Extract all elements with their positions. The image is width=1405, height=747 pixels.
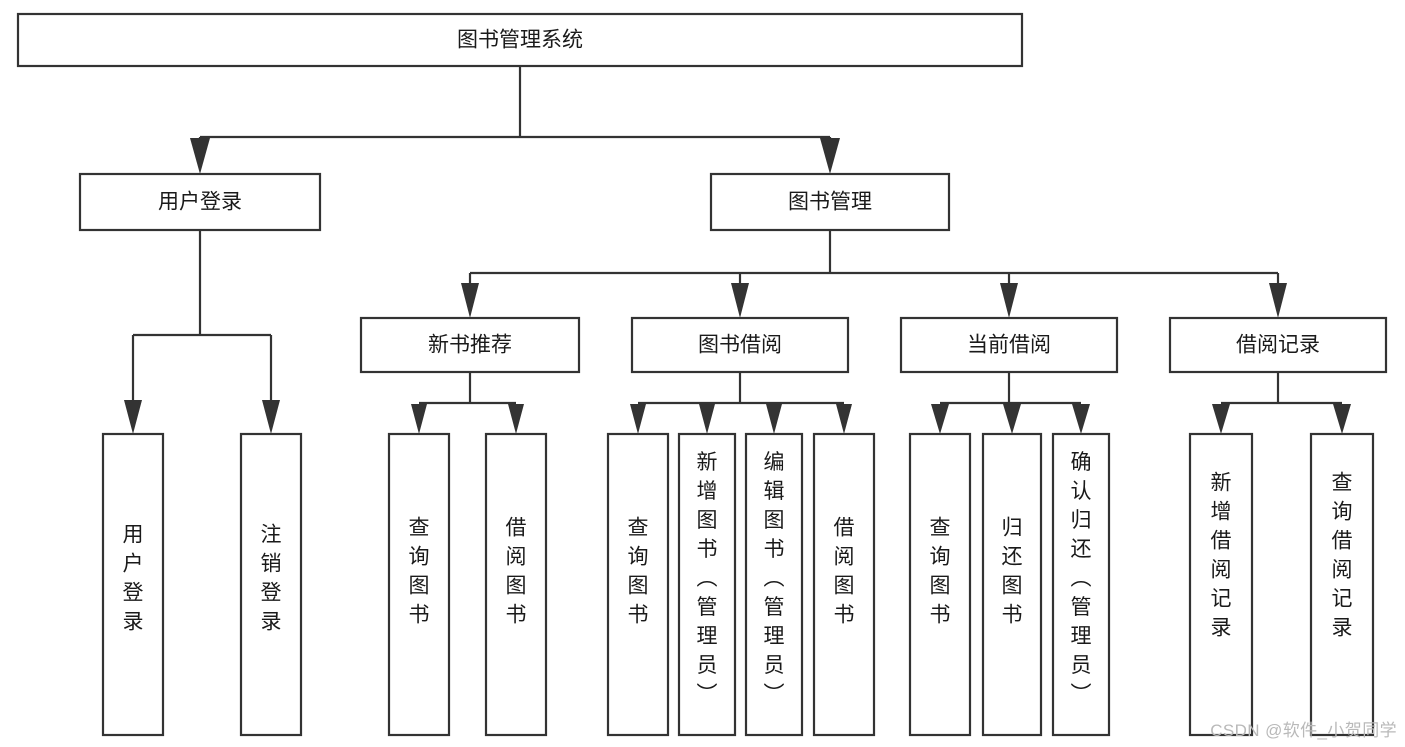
- node-leaf-edit-book-box[interactable]: [744, 432, 804, 737]
- arrowhead-leaf-borrow-book-recommend: [508, 404, 524, 434]
- node-leaf-add-book-box[interactable]: [677, 432, 737, 737]
- arrowhead-leaf-confirm-return: [1072, 404, 1090, 434]
- arrowhead-leaf-logout: [262, 400, 280, 434]
- node-user-login-box[interactable]: [78, 172, 322, 232]
- arrowhead-leaf-query-book-borrow: [630, 404, 646, 434]
- node-book-borrow-label: 图书借阅: [698, 334, 782, 357]
- node-new-book-recommend-box[interactable]: [359, 316, 581, 374]
- node-leaf-user-login[interactable]: 用户登录: [101, 432, 165, 737]
- arrowhead-leaf-query-book-recommend: [411, 404, 427, 434]
- node-leaf-return-book-box[interactable]: [981, 432, 1043, 737]
- arrowhead-leaf-return-book: [1003, 404, 1021, 434]
- arrowhead-leaf-user-login: [124, 400, 142, 434]
- node-leaf-confirm-return-label: 确认归还︵管理员︶: [1071, 451, 1092, 706]
- arrowhead-borrow-record: [1269, 283, 1287, 318]
- node-leaf-borrow-book-recommend-label: 借阅图书: [506, 517, 527, 627]
- arrowhead-leaf-query-book-current: [931, 404, 949, 434]
- node-leaf-borrow-book-recommend[interactable]: 借阅图书: [484, 432, 548, 737]
- node-leaf-user-login-box[interactable]: [101, 432, 165, 737]
- node-leaf-return-book-label: 归还图书: [1002, 517, 1023, 627]
- node-leaf-logout[interactable]: 注销登录: [239, 432, 303, 737]
- node-book-borrow-box[interactable]: [630, 316, 850, 374]
- node-current-borrow-box[interactable]: [899, 316, 1119, 374]
- node-leaf-edit-book-label: 编辑图书︵管理员︶: [764, 451, 785, 706]
- node-leaf-borrow-book-label: 借阅图书: [834, 517, 855, 627]
- node-leaf-query-book-current-label: 查询图书: [930, 517, 951, 627]
- node-user-login-label: 用户登录: [158, 191, 242, 214]
- node-leaf-borrow-book-recommend-box[interactable]: [484, 432, 548, 737]
- node-leaf-query-borrow-record-label: 查询借阅记录: [1332, 472, 1353, 640]
- node-leaf-add-borrow-record[interactable]: 新增借阅记录: [1188, 432, 1254, 737]
- node-leaf-query-book-recommend-label: 查询图书: [409, 517, 430, 627]
- node-root-label: 图书管理系统: [457, 29, 583, 52]
- node-layer: 图书管理系统 用户登录 图书管理 新书推荐 图书借阅: [16, 12, 1388, 737]
- node-leaf-confirm-return[interactable]: 确认归还︵管理员︶: [1051, 432, 1111, 737]
- node-leaf-query-book-borrow-label: 查询图书: [628, 517, 649, 627]
- node-leaf-query-book-borrow[interactable]: 查询图书: [606, 432, 670, 737]
- node-leaf-logout-label: 注销登录: [261, 524, 282, 634]
- arrowhead-leaf-query-borrow-record: [1333, 404, 1351, 434]
- arrowhead-user-login: [190, 138, 210, 174]
- node-leaf-add-borrow-record-label: 新增借阅记录: [1211, 472, 1232, 640]
- node-leaf-query-borrow-record-box[interactable]: [1309, 432, 1375, 737]
- node-new-book-recommend-label: 新书推荐: [428, 334, 512, 357]
- node-leaf-add-borrow-record-box[interactable]: [1188, 432, 1254, 737]
- node-root[interactable]: 图书管理系统: [16, 12, 1024, 68]
- node-leaf-borrow-book[interactable]: 借阅图书: [812, 432, 876, 737]
- node-current-borrow[interactable]: 当前借阅: [899, 316, 1119, 374]
- node-leaf-edit-book[interactable]: 编辑图书︵管理员︶: [744, 432, 804, 737]
- node-leaf-return-book[interactable]: 归还图书: [981, 432, 1043, 737]
- arrowhead-book-manage: [820, 138, 840, 174]
- node-borrow-record-box[interactable]: [1168, 316, 1388, 374]
- node-new-book-recommend[interactable]: 新书推荐: [359, 316, 581, 374]
- node-leaf-add-book-label: 新增图书︵管理员︶: [697, 451, 718, 706]
- node-book-borrow[interactable]: 图书借阅: [630, 316, 850, 374]
- node-leaf-borrow-book-box[interactable]: [812, 432, 876, 737]
- arrowhead-leaf-add-borrow-record: [1212, 404, 1230, 434]
- arrowhead-leaf-add-book: [699, 404, 715, 434]
- node-leaf-confirm-return-box[interactable]: [1051, 432, 1111, 737]
- node-root-box[interactable]: [16, 12, 1024, 68]
- node-book-manage-box[interactable]: [709, 172, 951, 232]
- node-leaf-query-book-borrow-box[interactable]: [606, 432, 670, 737]
- node-book-manage-label: 图书管理: [788, 191, 872, 214]
- node-leaf-query-book-current[interactable]: 查询图书: [908, 432, 972, 737]
- node-borrow-record-label: 借阅记录: [1236, 334, 1320, 357]
- node-borrow-record[interactable]: 借阅记录: [1168, 316, 1388, 374]
- node-leaf-logout-box[interactable]: [239, 432, 303, 737]
- node-current-borrow-label: 当前借阅: [967, 334, 1051, 357]
- arrowhead-book-borrow: [731, 283, 749, 318]
- node-leaf-query-book-recommend-box[interactable]: [387, 432, 451, 737]
- arrowhead-leaf-edit-book: [766, 404, 782, 434]
- node-user-login[interactable]: 用户登录: [78, 172, 322, 232]
- arrowhead-leaf-borrow-book: [836, 404, 852, 434]
- node-leaf-user-login-label: 用户登录: [123, 524, 144, 634]
- edge-layer: [124, 66, 1351, 434]
- node-book-manage[interactable]: 图书管理: [709, 172, 951, 232]
- arrowhead-current-borrow: [1000, 283, 1018, 318]
- node-leaf-query-book-current-box[interactable]: [908, 432, 972, 737]
- node-leaf-add-book[interactable]: 新增图书︵管理员︶: [677, 432, 737, 737]
- node-leaf-query-borrow-record[interactable]: 查询借阅记录: [1309, 432, 1375, 737]
- arrowhead-new-book-recommend: [461, 283, 479, 318]
- node-leaf-query-book-recommend[interactable]: 查询图书: [387, 432, 451, 737]
